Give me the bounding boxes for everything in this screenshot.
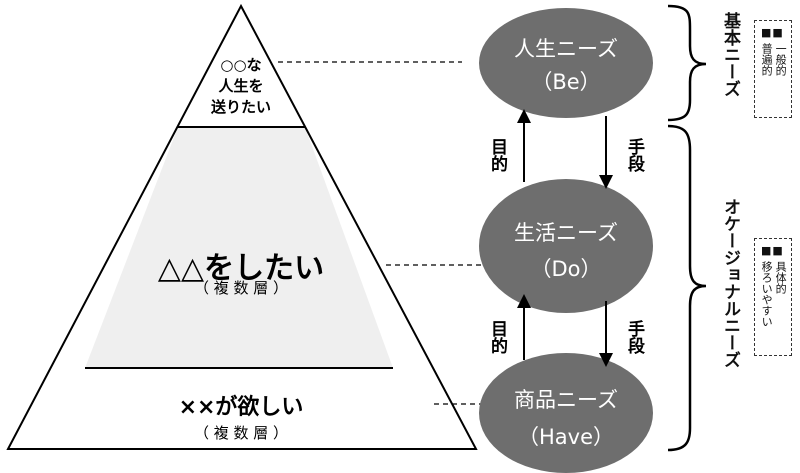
label-means-upper: 手段 [624,137,645,173]
need-have: 商品ニーズ （Have） [479,353,653,473]
occasional-note-marks: ■■ [761,244,784,257]
need-have-title: 商品ニーズ [514,388,618,412]
basic-needs-note: ■■ 普遍的 一般的 [754,20,792,118]
basic-note-marks: ■■ [761,26,784,39]
ellipse-have [479,353,653,473]
pyramid-outline [6,3,478,450]
basic-note-col1: 普遍的 [760,43,774,76]
basic-needs-label: 基本ニーズ [720,12,740,97]
label-purpose-lower: 目的 [487,320,507,355]
occasional-needs-label: オケージョナルニーズ [720,198,740,368]
need-be: 人生ニーズ （Be） [479,8,653,118]
need-be-title: 人生ニーズ [514,37,618,61]
pyramid-top-line-2: 人生を [218,77,263,95]
pyramid-middle-sub-visible: （ 複 数 層 ） [194,279,288,297]
occasional-needs-note: ■■ 移ろいやすい 具体的 [754,238,792,356]
need-be-sub: （Be） [531,70,600,94]
pyramid-bottom-sub: （ 複 数 層 ） [194,424,288,442]
occasional-note-col2: 具体的 [774,261,788,294]
ellipse-do [479,179,653,313]
need-do: 生活ニーズ （Do） [479,179,653,313]
pyramid-top-line-1: ○○な [220,56,261,74]
pyramid-top-line-3: 送りたい [210,98,271,116]
arrows: 目的 手段 目的 手段 [487,109,645,367]
pyramid: ○○な 人生を 送りたい △△をしたい （ 複 数 層 ） （ 複 数 層 ） … [6,3,478,450]
brace-basic [667,4,707,122]
braces [667,4,707,452]
need-have-sub: （Have） [518,425,614,449]
need-do-title: 生活ニーズ [514,221,618,245]
occasional-note-col1: 移ろいやすい [760,261,774,327]
ellipse-be [479,8,653,118]
pyramid-middle-main: △△をしたい [158,251,324,286]
basic-note-col2: 一般的 [774,43,788,76]
label-purpose-upper: 目的 [487,138,507,173]
brace-occasional [667,124,707,452]
pyramid-middle-band [85,127,393,368]
need-do-sub: （Do） [530,257,601,281]
label-means-lower: 手段 [624,319,645,355]
pyramid-bottom-main: ××が欲しい [179,394,304,420]
